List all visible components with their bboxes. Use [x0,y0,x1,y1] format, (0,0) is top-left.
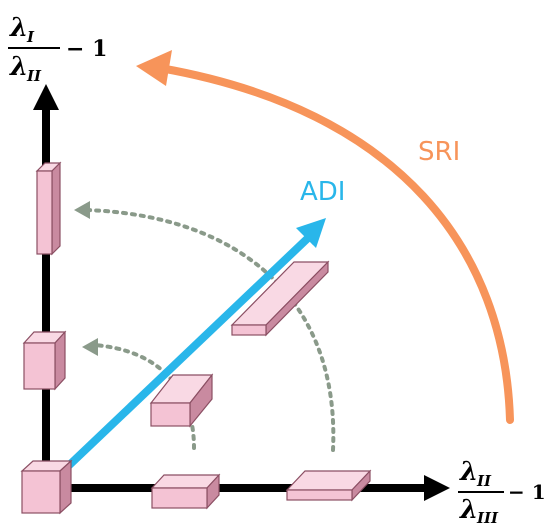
box-origin-cube [20,459,73,515]
x-label-numerator-sub: II [476,472,492,490]
x-axis [46,475,450,501]
y-label-denominator: λ [9,52,28,82]
box-diagonal-board [230,260,330,337]
dotted-arc-inner [82,338,196,450]
y-label-denominator-sub: II [26,67,42,85]
y-label-suffix: − 1 [66,36,107,62]
x-label-denominator: λ [459,495,478,524]
box-x-axis-flat-far [285,469,372,502]
box-y-axis-tall [35,161,62,256]
dotted-arc-outer [74,201,336,452]
y-label-numerator: λ [9,13,28,43]
y-label-numerator-sub: I [26,28,35,46]
adi-label: ADI [300,177,345,207]
x-label-denominator-sub: III [476,509,499,524]
x-label-suffix: − 1 [508,480,546,504]
y-axis [33,84,59,490]
x-label-numerator: λ [459,457,478,487]
y-axis-label: λ I λ II − 1 [8,13,107,85]
sri-label: SRI [418,137,460,167]
sri-arc-arrow [136,50,514,424]
box-x-axis-flat-near [150,473,221,510]
adi-diagonal-arrow [59,218,326,475]
x-axis-label: λ II λ III − 1 [458,457,546,524]
box-diagonal-mid [149,373,214,428]
box-y-axis-medium [22,330,67,391]
